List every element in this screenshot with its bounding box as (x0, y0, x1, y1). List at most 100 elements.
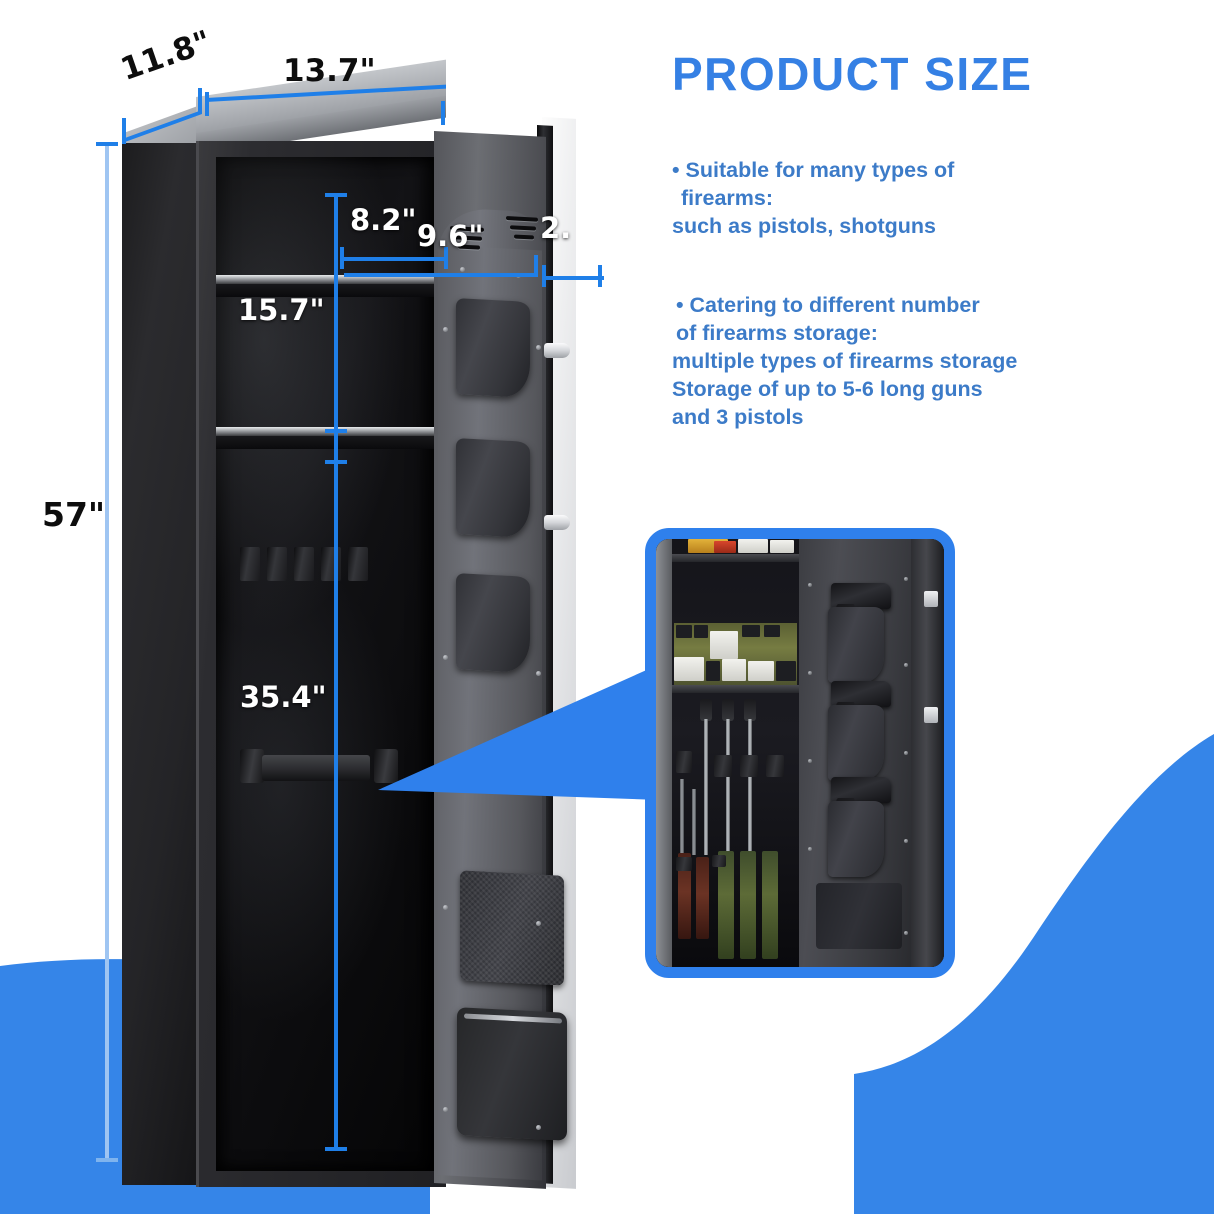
rifle-rack-block (712, 855, 726, 867)
inset-screw (904, 663, 908, 667)
feature-firearm-types: • Suitable for many types of firearms: s… (672, 157, 954, 241)
inset-screw (808, 671, 812, 675)
inset-screw (904, 751, 908, 755)
ammo-box (722, 659, 746, 681)
inset-pistol (831, 681, 891, 707)
dim-tick (340, 247, 344, 269)
inset-screw (904, 931, 908, 935)
ammo-box (776, 661, 796, 681)
rifle-scope (700, 699, 712, 721)
dim-tick (325, 429, 347, 433)
door-mesh-pocket (460, 870, 564, 986)
ammo-box (764, 625, 780, 637)
feature-line: firearms: (681, 185, 774, 210)
feature-line: such as pistols, shotguns (672, 213, 937, 238)
inset-left-wall (656, 539, 672, 967)
dim-line-height (105, 142, 109, 1162)
panel-screw (443, 655, 448, 660)
rack-tooth (240, 547, 260, 581)
inset-shelf-top (672, 554, 799, 562)
rifle-scope (744, 699, 756, 721)
dim-tick (444, 247, 448, 269)
rifle-rack-block (766, 755, 784, 777)
gun-safe-illustration: 8.2" 15.7" 35.4" 9.6" 2. (112, 59, 604, 1195)
vent-slot (506, 216, 538, 222)
ammo-box (676, 625, 692, 638)
rifle-rack-block (714, 755, 732, 777)
dim-tick (198, 88, 202, 114)
inset-screw (904, 577, 908, 581)
door-pistol-holster (456, 298, 530, 398)
dim-tick (542, 265, 546, 287)
panel-screw (443, 1107, 448, 1112)
dim-label-top-compartment: 8.2" (350, 203, 417, 237)
feature-line: and 3 pistols (672, 404, 804, 429)
inset-screw (808, 759, 812, 763)
inset-door-edge (911, 539, 944, 967)
rack-tooth (321, 547, 341, 581)
feature-line: • Suitable for many types of (672, 158, 955, 182)
dim-tick (325, 193, 347, 197)
dim-line-interior-width (344, 273, 538, 277)
inset-scene (656, 539, 944, 967)
dim-line-top-compartment (334, 193, 338, 281)
inset-top-shelf-items (674, 539, 797, 555)
inset-pistol-holster (828, 705, 884, 781)
feature-line: • Catering to different number (676, 293, 980, 317)
inset-pistol (831, 583, 891, 609)
dim-tick (205, 92, 209, 116)
dim-tick (96, 142, 118, 146)
dim-label-depth: 11.8" (116, 23, 216, 89)
safe-interior-detail-inset (645, 528, 955, 978)
inset-pistol (831, 777, 891, 803)
rifle-rack-block (676, 751, 692, 773)
dim-tick (122, 118, 126, 144)
door-locking-bolt (544, 515, 570, 530)
rifle-stock-camo (740, 851, 756, 959)
panel-screw (536, 671, 541, 676)
feature-capacity: • Catering to different number of firear… (672, 292, 1017, 432)
panel-screw (536, 921, 541, 926)
dim-label-width: 13.7" (283, 53, 376, 89)
dim-line-main-compartment (334, 433, 338, 1151)
rifle-stock-camo (718, 851, 734, 959)
inset-locking-bolt (924, 707, 938, 723)
inset-pistol-holster (828, 607, 884, 683)
door-pistol-holster (456, 573, 530, 673)
accessory-item (770, 540, 794, 553)
door-pistol-holster (456, 438, 530, 538)
dim-label-height: 57" (42, 495, 106, 534)
dim-tick (96, 1158, 118, 1162)
rack-tooth (294, 547, 314, 581)
rifle-scope (722, 699, 734, 721)
ammo-box (710, 631, 738, 659)
barrel-rest-block (374, 749, 398, 783)
panel-screw (536, 1125, 541, 1130)
feature-line: Storage of up to 5-6 long guns (672, 376, 983, 401)
dim-label-door-thickness: 2. (540, 211, 572, 245)
inset-pistol-holster (828, 801, 884, 877)
inset-screw (808, 847, 812, 851)
panel-screw (536, 345, 541, 350)
dim-label-main-compartment: 35.4" (240, 680, 327, 714)
rack-tooth (348, 547, 368, 581)
shelf-shadow (216, 433, 438, 449)
door-storage-pouch (457, 1007, 567, 1141)
inset-screw (904, 839, 908, 843)
rifle-stock-wood (696, 857, 709, 939)
dim-tick (325, 1147, 347, 1151)
rifle-barrel (748, 719, 752, 855)
rifle-rack-block (676, 857, 692, 871)
rifle-barrel (726, 719, 730, 855)
rifle-rack-comb (240, 547, 368, 581)
ammo-box (748, 661, 774, 681)
shelf-shadow (216, 281, 438, 297)
vent-slot (510, 225, 536, 231)
dim-label-middle-compartment: 15.7" (238, 293, 325, 327)
rifle-barrel (692, 789, 696, 855)
barrel-rest-bar (262, 755, 370, 781)
feature-line: multiple types of firearms storage (672, 348, 1018, 373)
panel-screw (443, 327, 448, 332)
dim-label-interior-width: 9.6" (417, 219, 484, 253)
inset-shelf-middle (672, 685, 799, 693)
